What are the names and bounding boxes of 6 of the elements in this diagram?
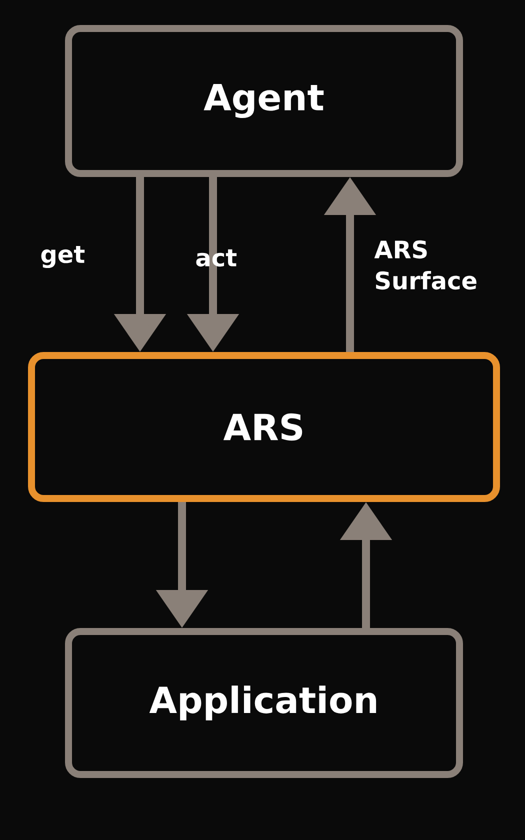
edge-label: act [196, 249, 237, 267]
process-box: Application [65, 628, 463, 778]
edge-label: get [41, 246, 85, 268]
process-box: Agent [65, 25, 463, 177]
process-box: ARS [28, 352, 500, 502]
edge-label: ARS Surface [374, 240, 476, 290]
